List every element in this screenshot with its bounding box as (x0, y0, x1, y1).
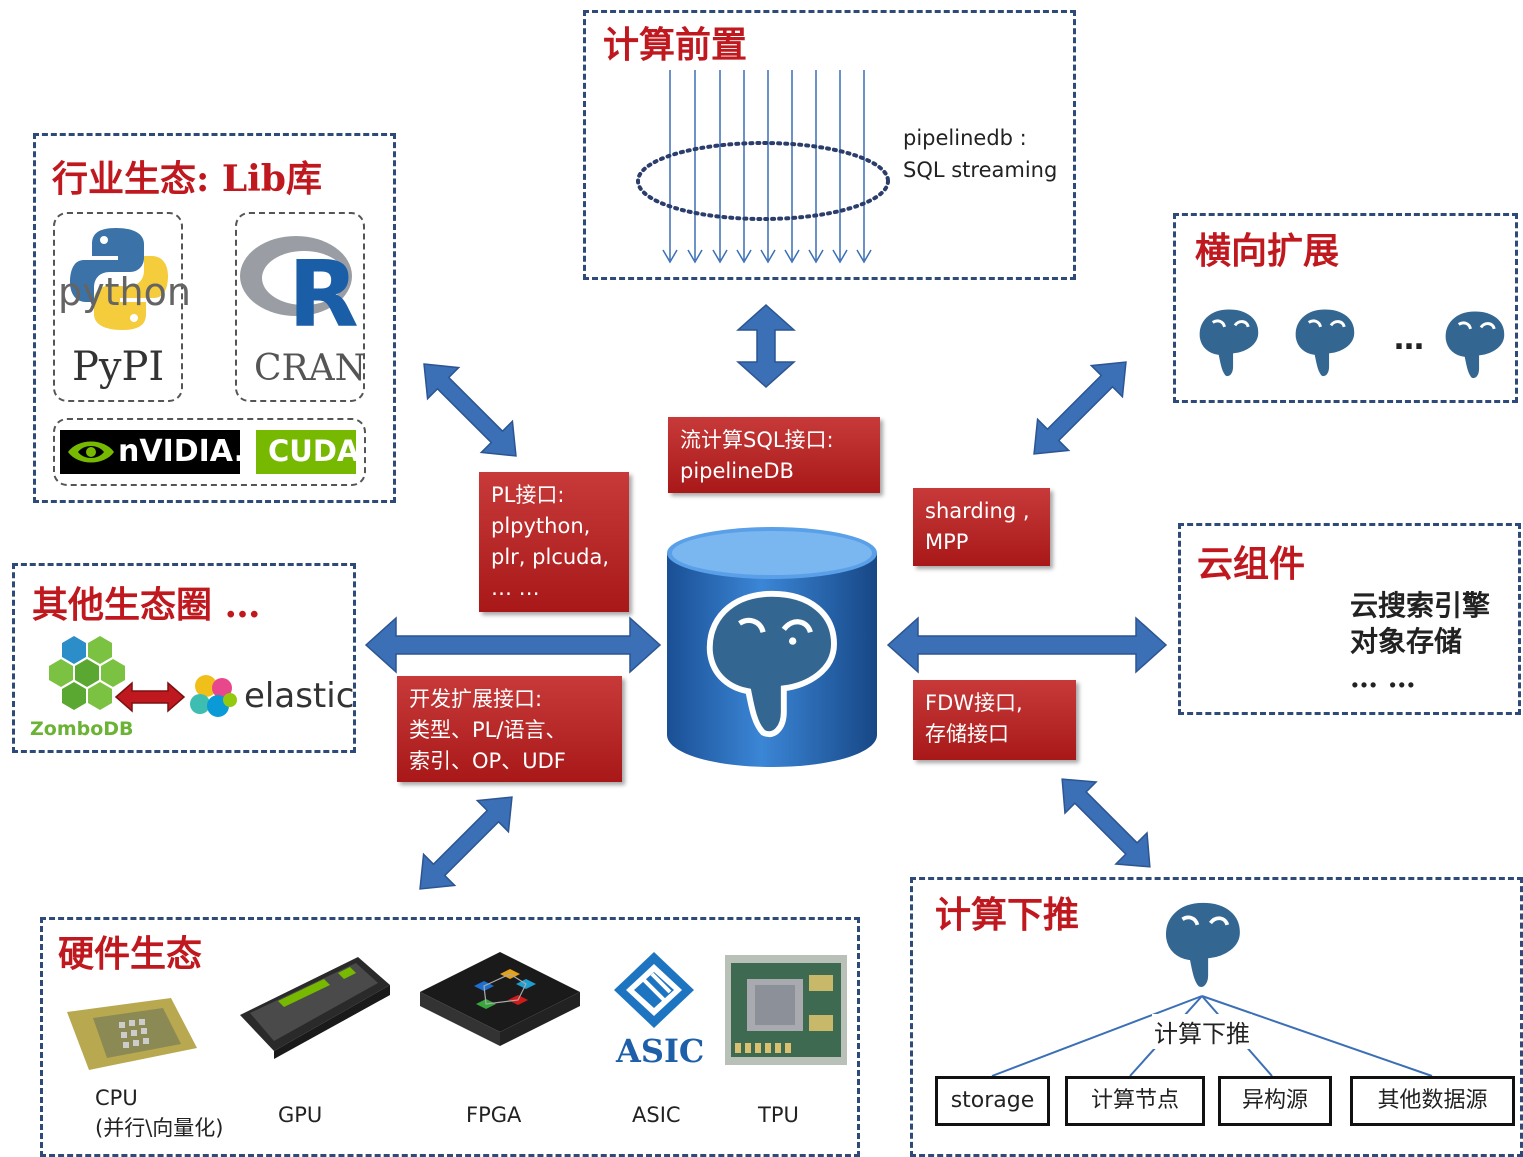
arrow-left-icon (364, 616, 662, 674)
tpu-label: TPU (758, 1103, 799, 1127)
node-compute: 计算节点 (1065, 1076, 1205, 1126)
pipelinedb-note-2: SQL streaming (903, 158, 1058, 182)
node-other-sources: 其他数据源 (1350, 1076, 1515, 1126)
postgres-elephant-icon (1442, 307, 1508, 382)
postgres-elephant-icon (706, 590, 837, 737)
compute-front-title: 计算前置 (603, 24, 748, 66)
nvidia-eye-icon (68, 441, 114, 463)
zombodb-label: ZomboDB (30, 718, 134, 740)
asic-logo-text: ASIC (616, 1032, 705, 1070)
cloud-components-panel (1178, 523, 1521, 715)
cuda-logo (256, 430, 356, 474)
asic-label: ASIC (632, 1103, 681, 1127)
zombodb-hex-icon (49, 636, 125, 710)
arrow-upper-left-icon (423, 363, 517, 457)
python-card (53, 212, 183, 402)
cloud-components-list: 云搜索引擎 对象存储 … … (1350, 589, 1491, 694)
scale-ellipsis: … (1394, 322, 1424, 357)
compute-front-panel (583, 10, 1076, 280)
svg-text:R: R (288, 241, 359, 348)
python-logo-icon (70, 228, 168, 330)
cran-label: CRAN (254, 348, 367, 389)
elastic-wordmark: elastic (244, 676, 355, 716)
cloud-components-title: 云组件 (1197, 543, 1306, 585)
postgres-elephant-icon (1292, 305, 1358, 380)
postgres-elephant-icon (1161, 898, 1245, 992)
compute-pushdown-title: 计算下推 (935, 894, 1080, 936)
lib-ecosystem-title: 行业生态: Lib库 (52, 158, 322, 200)
pypi-label: PyPI (72, 344, 165, 390)
stream-interface-box: 流计算SQL接口: pipelineDB (668, 417, 880, 493)
stream-arrows (662, 70, 872, 264)
lib-ecosystem-panel (33, 133, 396, 503)
pushdown-tree-label: 计算下推 (1152, 1014, 1252, 1049)
fpga-label: FPGA (466, 1103, 522, 1127)
r-logo-icon: R (240, 236, 359, 348)
horizontal-scale-panel (1173, 213, 1518, 403)
double-arrow-red-icon (114, 681, 186, 713)
other-ecosystem-title: 其他生态圈 … (32, 584, 261, 626)
arrow-lower-right-icon (1061, 778, 1151, 868)
pipelinedb-note-1: pipelinedb : (903, 126, 1027, 150)
tpu-board-icon (725, 955, 847, 1065)
postgres-elephant-icon (1196, 305, 1262, 380)
fdw-interface-box: FDW接口, 存储接口 (913, 680, 1076, 760)
hardware-ecosystem-title: 硬件生态 (58, 933, 203, 975)
cran-card (235, 212, 365, 402)
gpu-lib-card (53, 418, 366, 486)
gpu-card-icon (240, 957, 390, 1059)
other-ecosystem-panel (12, 563, 356, 753)
asic-logo-icon (614, 952, 694, 1028)
gpu-label: GPU (278, 1103, 323, 1127)
sharding-interface-box: sharding , MPP (913, 488, 1050, 566)
node-heterogeneous: 异构源 (1218, 1076, 1332, 1126)
pl-interface-box: PL接口: plpython, plr, plcuda, … … (479, 472, 629, 612)
node-storage: storage (935, 1076, 1050, 1126)
nvidia-wordmark: nVIDIA. (118, 434, 245, 469)
cuda-wordmark: CUDA (268, 434, 360, 468)
dev-extension-interface-box: 开发扩展接口: 类型、PL/语言、 索引、OP、UDF (397, 676, 622, 782)
cpu-chip-icon (67, 998, 197, 1070)
arrow-lower-left-icon (419, 796, 513, 890)
fpga-chip-icon (420, 952, 580, 1046)
arrow-top-icon (736, 303, 796, 389)
arrow-upper-right-icon (1033, 361, 1127, 455)
stream-window-ellipse (636, 141, 890, 221)
horizontal-scale-title: 横向扩展 (1195, 230, 1340, 272)
python-wordmark: python (58, 270, 191, 314)
stream-diagram (636, 70, 890, 264)
elastic-logo-icon (190, 675, 237, 717)
cpu-label: CPU (并行\向量化) (95, 1086, 224, 1140)
arrow-right-icon (886, 616, 1168, 674)
